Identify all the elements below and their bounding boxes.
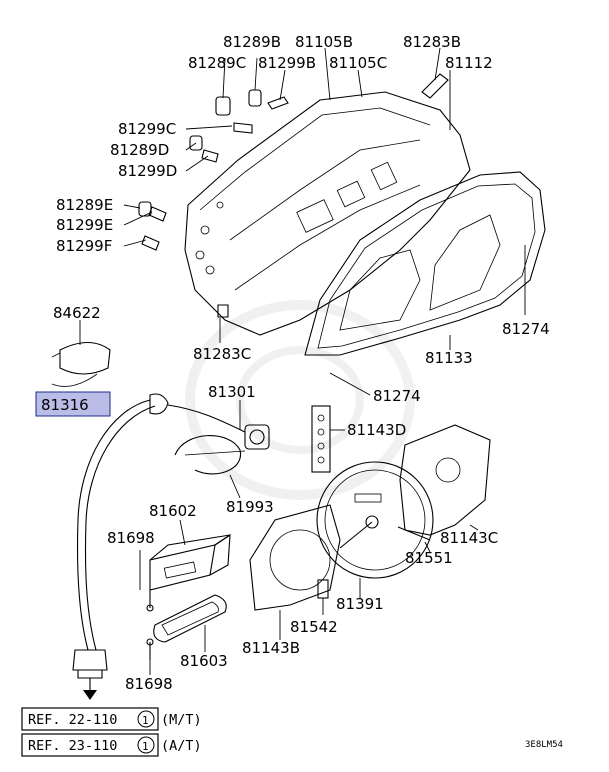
label-81105B: 81105B <box>295 33 353 51</box>
label-81143C: 81143C <box>440 529 498 547</box>
label-81551: 81551 <box>405 549 453 567</box>
label-81301: 81301 <box>208 383 256 401</box>
screws-81698 <box>139 550 154 675</box>
part-81143D <box>311 405 345 473</box>
part-81301 <box>239 400 270 450</box>
label-81603: 81603 <box>180 652 228 670</box>
reference-1-text: REF. 22-110 <box>28 712 117 728</box>
reference-1[interactable]: REF. 22-110 1 (M/T) <box>21 707 202 731</box>
part-84622 <box>51 320 111 387</box>
part-81602 <box>149 519 231 591</box>
gauge-panel-81143B <box>249 504 341 640</box>
label-81993: 81993 <box>226 498 274 516</box>
label-81542: 81542 <box>290 618 338 636</box>
label-81299C: 81299C <box>118 120 176 138</box>
reference-1-circle-number: 1 <box>142 714 149 727</box>
label-81289B: 81289B <box>223 33 281 51</box>
label-81112: 81112 <box>445 54 493 72</box>
cable-81316 <box>72 393 246 700</box>
reference-2[interactable]: REF. 23-110 1 (A/T) <box>21 733 202 757</box>
reference-1-suffix: (M/T) <box>161 712 202 728</box>
callout-labels: 81289B 81105B 81283B 81289C 81299B 81105… <box>35 33 550 693</box>
meter-glass-81133 <box>304 171 546 356</box>
part-81542 <box>317 579 329 615</box>
label-81283B: 81283B <box>403 33 461 51</box>
label-81274-bottom: 81274 <box>373 387 421 405</box>
label-84622: 84622 <box>53 304 101 322</box>
part-81551 <box>397 526 431 553</box>
meter-case-81105 <box>184 91 471 336</box>
part-81603 <box>153 594 227 652</box>
reference-2-circle-number: 1 <box>142 740 149 753</box>
label-81105C: 81105C <box>329 54 387 72</box>
label-81299F: 81299F <box>56 237 112 255</box>
label-81143D: 81143D <box>347 421 406 439</box>
reference-2-suffix: (A/T) <box>161 738 202 754</box>
label-81289E: 81289E <box>56 196 113 214</box>
bulb-sockets <box>138 73 449 318</box>
label-81299E: 81299E <box>56 216 113 234</box>
label-81283C: 81283C <box>193 345 251 363</box>
label-81299B: 81299B <box>258 54 316 72</box>
highlight-81316 <box>35 391 111 417</box>
speedometer-81391 <box>316 461 434 598</box>
gauge-panel-81143C <box>399 424 491 536</box>
label-81289C: 81289C <box>188 54 246 72</box>
label-81698-bottom: 81698 <box>125 675 173 693</box>
label-81274-top: 81274 <box>502 320 550 338</box>
label-81602: 81602 <box>149 502 197 520</box>
leader-lines-upper <box>123 47 526 396</box>
reference-2-box <box>21 733 159 757</box>
label-81698-top: 81698 <box>107 529 155 547</box>
part-81993 <box>174 435 246 499</box>
reference-2-circle <box>137 736 155 754</box>
diagram-code: 3E8LM54 <box>525 740 563 750</box>
label-81133: 81133 <box>425 349 473 367</box>
label-81316: 81316 <box>41 396 89 414</box>
label-81391: 81391 <box>336 595 384 613</box>
reference-1-circle <box>137 710 155 728</box>
label-81143B: 81143B <box>242 639 300 657</box>
reference-2-text: REF. 23-110 <box>28 738 117 754</box>
down-arrow-icon <box>83 690 97 700</box>
label-81289D: 81289D <box>110 141 169 159</box>
label-81299D: 81299D <box>118 162 177 180</box>
reference-1-box <box>21 707 159 731</box>
